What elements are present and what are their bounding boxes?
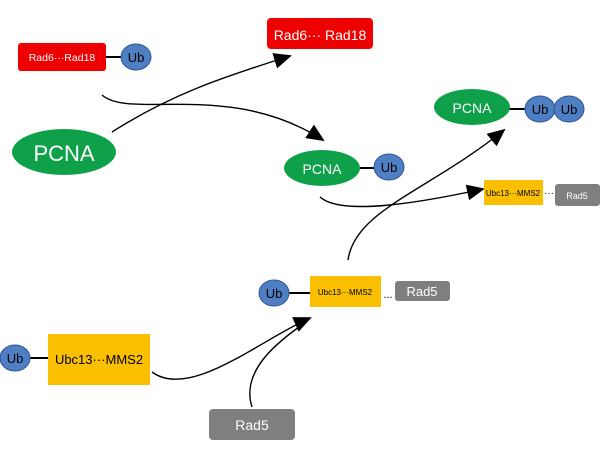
- arrow-rad6ub-to-pcna-mono: [101, 94, 325, 142]
- ubc13-start-label: Ubc13···MMS2: [55, 352, 143, 367]
- pcna-mono-label: PCNA: [303, 161, 343, 177]
- rad6-rad18-free-label: Rad6··· Rad18: [274, 27, 367, 43]
- rad5-start-label: Rad5: [235, 417, 269, 433]
- ub-label: Ub: [266, 286, 283, 301]
- dots-label: ···: [544, 188, 554, 199]
- arrow-ubc13mid-to-pcna-poly: [347, 128, 506, 261]
- pcna-poly-ub: PCNA Ub Ub: [434, 89, 585, 125]
- ub-node: [0, 344, 31, 372]
- rad5-mid-label: Rad5: [406, 284, 437, 299]
- ubc13-mms2-start: Ub Ubc13···MMS2: [0, 334, 150, 385]
- ub-label: Ub: [7, 351, 24, 366]
- dots-label: ...: [383, 289, 392, 301]
- ub-label: Ub: [128, 50, 145, 65]
- arrow-ubc13start-to-ubc13mid: [151, 317, 312, 380]
- pcna-mono-ub: PCNA Ub: [284, 150, 405, 186]
- ubc13-mms2-rad5-final: Ubc13···MMS2 ··· Rad5: [484, 180, 600, 206]
- rad6-rad18-box: [18, 43, 106, 71]
- pcna-start-label: PCNA: [33, 141, 94, 166]
- rad6-rad18-ub-complex: Rad6···Rad18 Ub: [18, 43, 152, 71]
- ubc13-mms2-mid: Ub Ubc13···MMS2 ... Rad5: [258, 276, 450, 307]
- ubc13-final-label: Ubc13···MMS2: [486, 189, 541, 198]
- ub-node: [258, 279, 290, 307]
- rad5-start: Rad5: [209, 409, 295, 440]
- ub-node: [120, 43, 152, 71]
- ub-node: [373, 153, 405, 181]
- arrow-pcna-mono-to-ubc13: [319, 184, 485, 208]
- ub-node: [553, 95, 585, 123]
- rad5-final-label: Rad5: [566, 191, 588, 201]
- ub-label: Ub: [561, 102, 578, 117]
- arrow-rad5-to-ubc13mid: [249, 321, 307, 408]
- arrow-pcna-to-rad6: [111, 53, 292, 133]
- pcna-start: PCNA: [12, 129, 116, 175]
- ub-label: Ub: [381, 160, 398, 175]
- ub-label: Ub: [532, 102, 549, 117]
- rad6-rad18-label: Rad6···Rad18: [29, 52, 96, 64]
- pcna-poly-label: PCNA: [453, 100, 493, 116]
- rad6-rad18-free: Rad6··· Rad18: [267, 18, 373, 49]
- ubc13-mid-label: Ubc13···MMS2: [318, 288, 373, 297]
